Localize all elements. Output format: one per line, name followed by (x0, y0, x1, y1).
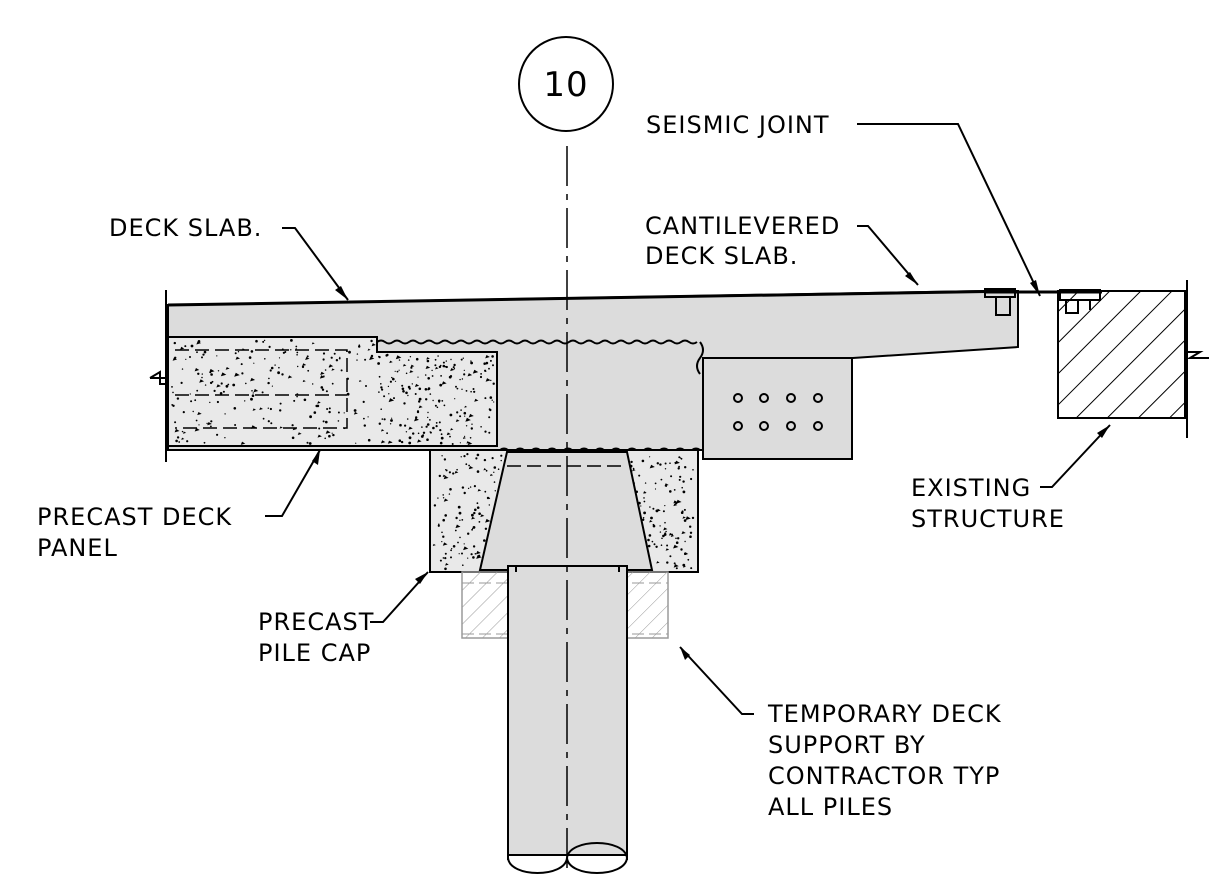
label-deck-slab: DECK SLAB. (109, 214, 262, 242)
label-precast-deck-line1: PRECAST DECK (37, 503, 232, 531)
temporary-support-left (461, 571, 515, 639)
label-existing-line2: STRUCTURE (911, 505, 1065, 533)
label-cantilevered-line2: DECK SLAB. (645, 242, 798, 270)
precast-deck-panel (167, 336, 498, 447)
bracket-plate (702, 357, 853, 460)
pile-cap-void (478, 451, 654, 571)
existing-structure (1057, 290, 1186, 419)
leader-lines (265, 123, 1111, 715)
label-temporary-line1: TEMPORARY DECK (767, 700, 1002, 728)
label-pile-cap-line2: PILE CAP (258, 639, 371, 667)
grid-marker-label: 10 (543, 65, 588, 105)
label-temporary-line2: SUPPORT BY (768, 731, 926, 759)
precast-panel-speckle (171, 339, 495, 446)
label-seismic-joint: SEISMIC JOINT (646, 111, 830, 139)
pile-break (507, 842, 629, 874)
grid-marker-bubble (518, 36, 614, 132)
construction-joint (376, 339, 698, 345)
label-existing-line1: EXISTING (911, 474, 1031, 502)
bolt-holes (733, 393, 823, 431)
leader-arrows (312, 272, 1110, 660)
label-precast-deck-line2: PANEL (37, 534, 118, 562)
label-temporary-line3: CONTRACTOR TYP (768, 762, 1000, 790)
label-pile-cap-line1: PRECAST (258, 608, 374, 636)
label-cantilevered-line1: CANTILEVERED (645, 212, 840, 240)
label-temporary-line4: ALL PILES (768, 793, 893, 821)
